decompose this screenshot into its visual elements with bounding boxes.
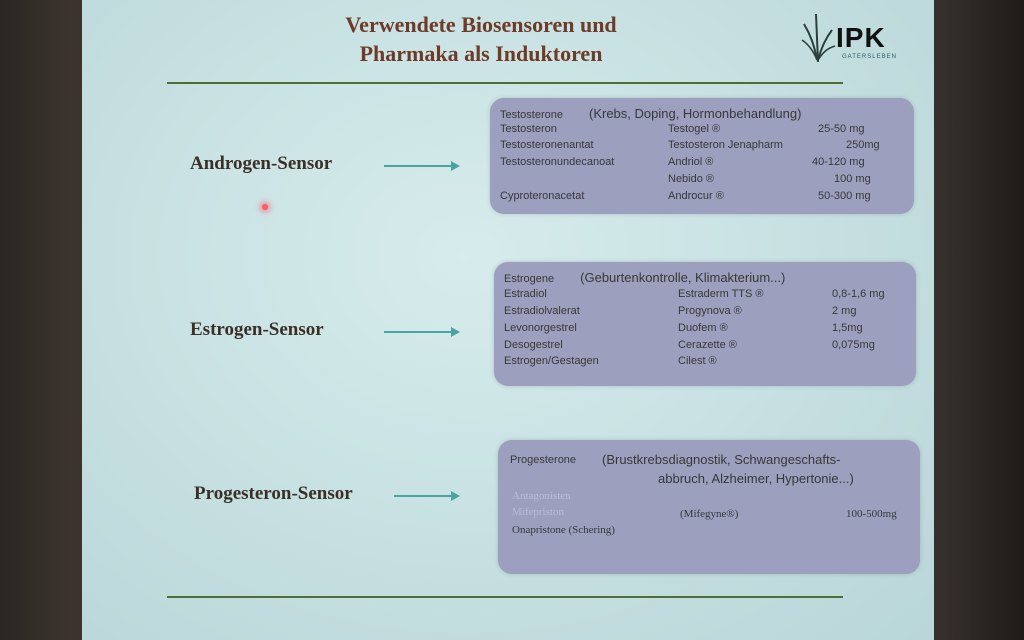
dose-cell: 0,075mg	[832, 339, 875, 351]
substance-cell: Testosteron	[500, 123, 557, 135]
mifegyne-dose: 100-500mg	[846, 508, 897, 520]
mifegyne-drug: (Mifegyne®)	[680, 508, 739, 520]
table-row: Testosteron Testogel ® 25-50 mg	[500, 123, 914, 139]
substance-cell: Desogestrel	[504, 339, 563, 351]
drug-cell: Estraderm TTS ®	[678, 288, 764, 300]
dose-cell: 1,5mg	[832, 322, 863, 334]
androgen-info-box: Testosterone (Krebs, Doping, Hormonbehand…	[490, 98, 914, 214]
estrogen-sensor-label: Estrogen-Sensor	[190, 319, 324, 340]
table-row: Nebido ® 100 mg	[500, 173, 914, 189]
drug-cell: Testosteron Jenapharm	[668, 139, 783, 151]
dose-cell: 50-300 mg	[818, 190, 871, 202]
drug-cell: Duofem ®	[678, 322, 728, 334]
dose-cell: 0,8-1,6 mg	[832, 288, 885, 300]
table-row: Cyproteronacetat Androcur ® 50-300 mg	[500, 190, 914, 206]
table-row: Desogestrel Cerazette ® 0,075mg	[504, 339, 916, 355]
substance-cell: Levonorgestrel	[504, 322, 577, 334]
plant-logo-icon	[801, 13, 836, 63]
dose-cell: 25-50 mg	[818, 123, 865, 135]
table-row: Estradiol Estraderm TTS ® 0,8-1,6 mg	[504, 288, 916, 304]
drug-cell: Andriol ®	[668, 156, 714, 168]
progesteron-header-uses-line2: abbruch, Alzheimer, Hypertonie...)	[658, 471, 854, 486]
estrogen-header-uses: (Geburtenkontrolle, Klimakterium...)	[580, 270, 786, 285]
top-divider	[167, 82, 843, 84]
estrogen-info-box: Estrogene (Geburtenkontrolle, Klimakteriu…	[494, 262, 916, 386]
substance-cell: Estrogen/Gestagen	[504, 355, 599, 367]
androgen-arrow-icon	[384, 161, 460, 171]
androgen-header-uses: (Krebs, Doping, Hormonbehandlung)	[588, 106, 802, 121]
table-row: Levonorgestrel Duofem ® 1,5mg	[504, 322, 916, 338]
estrogen-box-header: Estrogene (Geburtenkontrolle, Klimakteriu…	[504, 270, 785, 285]
drug-cell: Cilest ®	[678, 355, 717, 367]
ipk-logo: IPK GATERSLEBEN	[792, 10, 922, 66]
dose-cell: 40-120 mg	[812, 156, 865, 168]
androgen-sensor-label: Androgen-Sensor	[190, 153, 333, 174]
substance-cell: Estradiol	[504, 288, 547, 300]
bottom-divider	[167, 596, 843, 598]
logo-subtext: GATERSLEBEN	[842, 54, 897, 60]
mifepriston-faint-text: Mifepriston	[512, 506, 564, 518]
progesteron-sensor-label: Progesteron-Sensor	[194, 483, 353, 504]
dose-cell: 100 mg	[834, 173, 871, 185]
table-row: Estrogen/Gestagen Cilest ®	[504, 355, 916, 371]
antagonisten-faint-text: Antagonisten	[512, 490, 571, 502]
slide-title: Verwendete Biosensoren und Pharmaka als …	[242, 10, 720, 68]
drug-cell: Progynova ®	[678, 305, 742, 317]
estrogen-arrow-icon	[384, 327, 460, 337]
table-row: Testosteronenantat Testosteron Jenapharm…	[500, 139, 914, 155]
progesteron-header-name: Progesterone	[510, 454, 577, 466]
androgen-header-name: Testosterone	[500, 109, 563, 121]
substance-cell: Cyproteronacetat	[500, 190, 585, 202]
onapristone-text: Onapristone (Schering)	[512, 524, 615, 536]
progesteron-info-box: Progesterone (Brustkrebsdiagnostik, Schw…	[498, 440, 920, 574]
progesteron-arrow-icon	[394, 491, 460, 501]
progesteron-header-uses-line1: (Brustkrebsdiagnostik, Schwangeschafts-	[602, 452, 841, 467]
dose-cell: 2 mg	[832, 305, 857, 317]
substance-cell: Estradiolvalerat	[504, 305, 580, 317]
table-row: Estradiolvalerat Progynova ® 2 mg	[504, 305, 916, 321]
laser-pointer-dot	[262, 204, 268, 210]
drug-cell: Nebido ®	[668, 173, 715, 185]
drug-cell: Cerazette ®	[678, 339, 737, 351]
drug-cell: Testogel ®	[668, 123, 721, 135]
substance-cell: Testosteronenantat	[500, 139, 594, 151]
androgen-box-header: Testosterone (Krebs, Doping, Hormonbehand…	[500, 106, 801, 121]
substance-cell: Testosteronundecanoat	[500, 156, 615, 168]
slide-title-line1: Verwendete Biosensoren und	[345, 12, 617, 37]
drug-cell: Androcur ®	[668, 190, 724, 202]
presentation-slide: Verwendete Biosensoren und Pharmaka als …	[82, 0, 934, 640]
dose-cell: 250mg	[846, 139, 880, 151]
table-row: Testosteronundecanoat Andriol ® 40-120 m…	[500, 156, 914, 172]
logo-text: IPK	[836, 22, 886, 53]
estrogen-header-name: Estrogene	[504, 273, 555, 285]
slide-title-line2: Pharmaka als Induktoren	[359, 41, 603, 66]
